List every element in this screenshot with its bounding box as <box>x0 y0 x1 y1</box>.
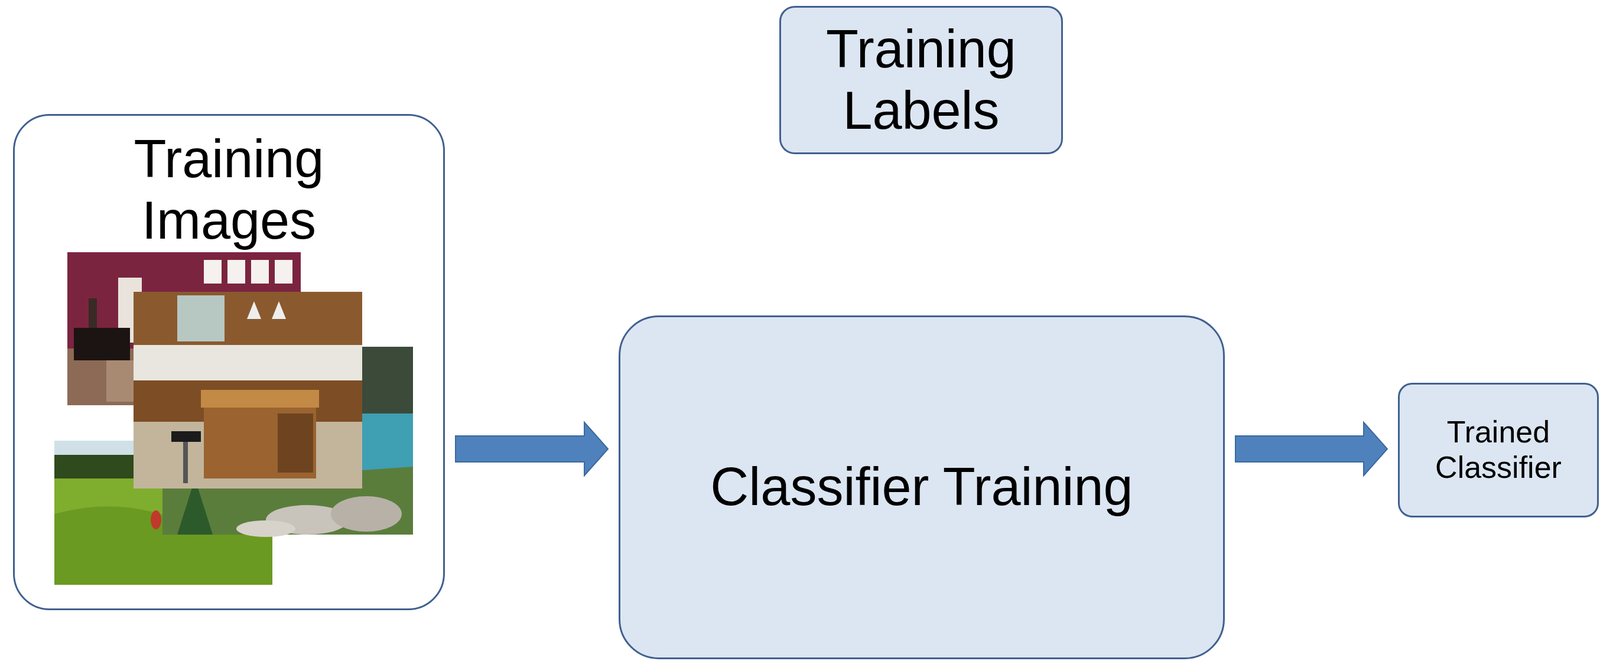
labels-box: Training Labels <box>779 5 1063 155</box>
kitchen-photo <box>133 291 363 489</box>
process-box: Classifier Training <box>618 315 1225 660</box>
image-set-box: Training Images <box>12 114 445 611</box>
block-arrow <box>455 422 608 476</box>
block-arrow <box>1235 422 1388 476</box>
node-label: Trained Classifier <box>1409 414 1588 486</box>
node-label: Training Labels <box>791 18 1051 142</box>
output-box: Trained Classifier <box>1397 382 1599 518</box>
node-label: Training Images <box>99 128 360 252</box>
node-label: Classifier Training <box>710 456 1133 519</box>
